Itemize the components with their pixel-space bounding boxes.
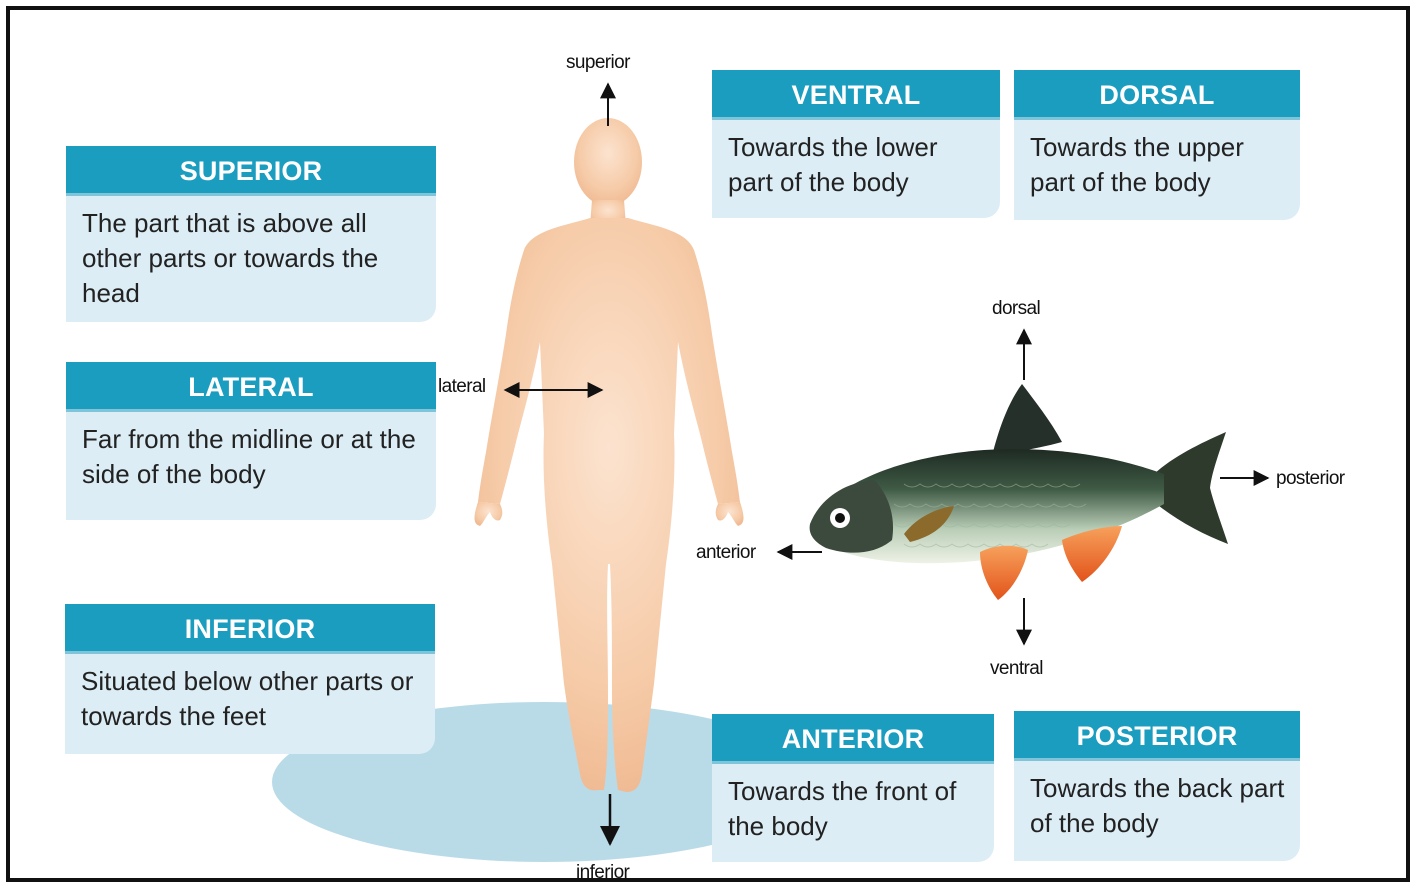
lateral-card: LATERAL Far from the midline or at the s… xyxy=(66,362,436,520)
anterior-card-title: ANTERIOR xyxy=(712,714,994,764)
inferior-card: INFERIOR Situated below other parts or t… xyxy=(65,604,435,754)
superior-card-title: SUPERIOR xyxy=(66,146,436,196)
dorsal-card: DORSAL Towards the upper part of the bod… xyxy=(1014,70,1300,220)
dorsal-card-text: Towards the upper part of the body xyxy=(1014,120,1300,212)
posterior-card-text: Towards the back part of the body xyxy=(1014,761,1300,853)
posterior-card-title: POSTERIOR xyxy=(1014,711,1300,761)
fish-dorsal-label: dorsal xyxy=(992,298,1040,320)
ventral-card-text: Towards the lower part of the body xyxy=(712,120,1000,212)
ventral-card-title: VENTRAL xyxy=(712,70,1000,120)
human-figure xyxy=(475,118,744,792)
posterior-card: POSTERIOR Towards the back part of the b… xyxy=(1014,711,1300,861)
fish-ventral-label: ventral xyxy=(990,658,1043,680)
human-inferior-label: inferior xyxy=(576,862,629,882)
fish xyxy=(810,384,1228,600)
dorsal-card-title: DORSAL xyxy=(1014,70,1300,120)
superior-card: SUPERIOR The part that is above all othe… xyxy=(66,146,436,322)
inferior-card-title: INFERIOR xyxy=(65,604,435,654)
fish-anterior-label: anterior xyxy=(696,542,756,564)
superior-card-text: The part that is above all other parts o… xyxy=(66,196,436,323)
inferior-card-text: Situated below other parts or towards th… xyxy=(65,654,435,746)
human-superior-label: superior xyxy=(566,52,630,74)
fish-posterior-label: posterior xyxy=(1276,468,1345,490)
ventral-card: VENTRAL Towards the lower part of the bo… xyxy=(712,70,1000,218)
lateral-card-text: Far from the midline or at the side of t… xyxy=(66,412,436,504)
lateral-card-title: LATERAL xyxy=(66,362,436,412)
anterior-card: ANTERIOR Towards the front of the body xyxy=(712,714,994,862)
human-lateral-label: lateral xyxy=(438,376,486,398)
anterior-card-text: Towards the front of the body xyxy=(712,764,994,856)
diagram-frame: SUPERIOR The part that is above all othe… xyxy=(6,6,1410,882)
